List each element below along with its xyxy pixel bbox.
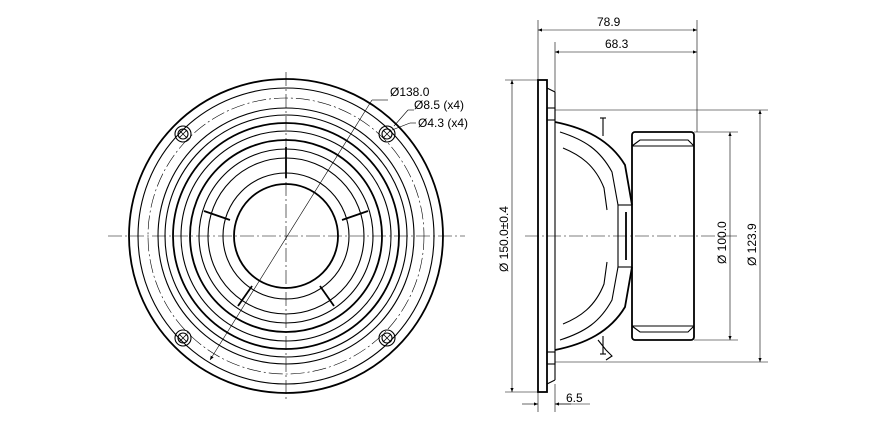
frame-diameter-label: Ø 150.0±0.4 (497, 206, 511, 272)
magnet-chamfer-top (631, 139, 695, 147)
flange-rim-bottom (546, 351, 556, 365)
frame-outer-edge (128, 78, 444, 394)
front-view: Ø138.0 Ø8.5 (x4) Ø4.3 (x4) (108, 72, 468, 402)
frame-flange-ring (137, 87, 435, 385)
rib-lower-right (319, 285, 335, 307)
magnet-chamfer-bottom (631, 325, 695, 333)
mounting-hole-circle (147, 97, 425, 375)
mounting-hole-top-left (174, 125, 192, 143)
depth-from-flange-label: 68.3 (605, 37, 629, 51)
cutout-diameter-label: Ø 123.9 (745, 223, 759, 266)
mounting-holes (174, 125, 396, 347)
magnet-diameter-label: Ø 100.0 (715, 221, 729, 264)
flange-front-lip (546, 87, 556, 93)
flange-rim-top (546, 107, 556, 121)
rib-upper-right (341, 210, 369, 221)
mount-circle-callout: Ø138.0 (390, 85, 430, 99)
dust-cap (233, 183, 339, 289)
flange-thickness-label: 6.5 (566, 391, 583, 405)
hole-small-leader (391, 122, 411, 131)
mounting-hole-bottom-right (378, 329, 396, 347)
rib-upper-left (203, 210, 231, 221)
mounting-hole-bottom-left (174, 329, 192, 347)
hole-large-leader (393, 109, 409, 127)
flange-front-lip-bottom (546, 379, 556, 385)
gasket-outer-ring (157, 107, 415, 365)
frame-flange (537, 79, 548, 393)
overall-depth-label: 78.9 (597, 15, 621, 29)
basket-ribs (203, 147, 369, 307)
side-view: 78.9 68.3 6.5 Ø 150.0±0.4 Ø 100.0 Ø 123.… (497, 15, 768, 412)
magnet (631, 131, 695, 341)
hole-large-callout: Ø8.5 (x4) (414, 98, 464, 112)
surround-outer (172, 122, 400, 350)
mounting-hole-top-right (378, 125, 396, 143)
mount-circle-diameter-line (209, 99, 373, 361)
surround-mid (180, 130, 392, 342)
gasket-inner-ring (164, 114, 408, 358)
rib-lower-left (237, 285, 253, 307)
cone-outer (189, 139, 383, 333)
basket-side (554, 117, 633, 361)
hole-small-callout: Ø4.3 (x4) (418, 116, 468, 130)
